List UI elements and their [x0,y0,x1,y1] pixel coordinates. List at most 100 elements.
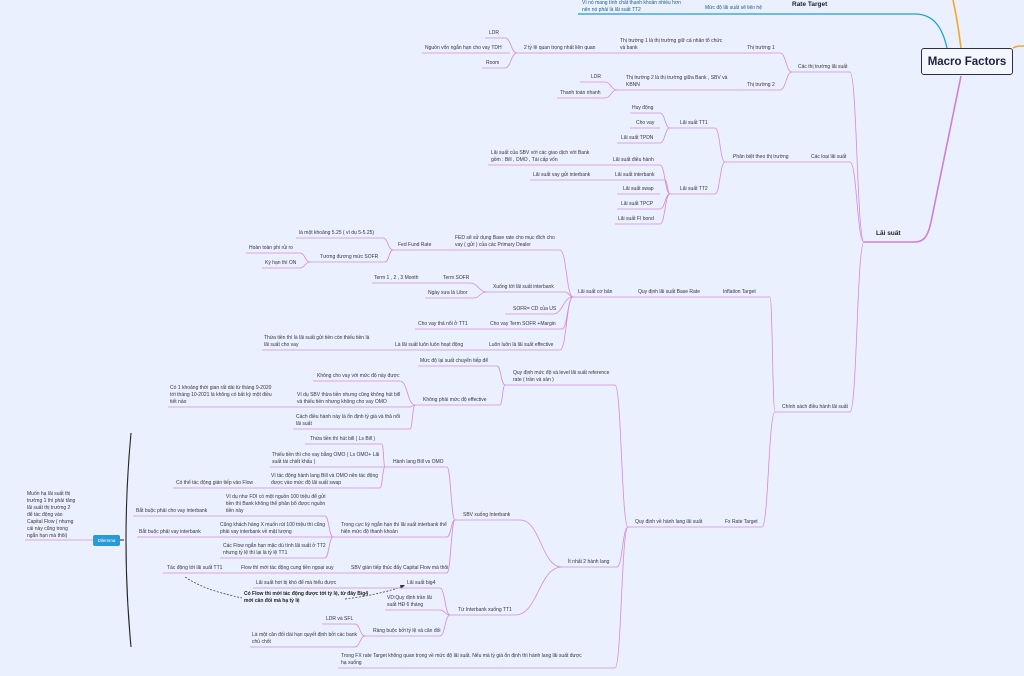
node-nguon-von[interactable]: Nguồn vốn ngắn hạn cho vay TDH [425,45,502,51]
connector-curve [659,112,671,129]
connector-curve [659,193,671,225]
connector-curve [299,261,311,269]
node-huy-dong[interactable]: Huy động [632,105,654,111]
node-sbv-gian-tiep[interactable]: SBV gián tiếp thúc đẩy Capital Flow mà t… [351,565,449,571]
connector-curve [659,127,671,144]
node-fx-rate[interactable]: Fx Rate Target [725,519,758,525]
connector-curve [849,71,865,243]
node-ls-co-ban[interactable]: Lãi suất cơ bản [578,289,613,295]
node-khong-effective[interactable]: Không phải mức độ effective [423,397,487,403]
connector-curve [614,526,629,669]
connector-curve [849,161,865,243]
node-thi-truong-1[interactable]: Thị trường 1 [747,45,775,51]
node-term-month[interactable]: Term 1 , 2 , 3 Month [374,275,419,281]
node-ldr-sfl[interactable]: LDR và SFL [326,616,354,622]
node-hoan-toan[interactable]: Hoàn toàn phi rủi ro [249,245,293,251]
node-trong-fx[interactable]: Trong FX rate Target không quan trọng về… [341,653,582,666]
dilemma-button[interactable]: Dilemma [93,535,120,546]
node-ls-big4[interactable]: Lãi suất big4 [407,580,436,586]
node-cho-vay-tha-noi[interactable]: Cho vay thả nổi ở TT1 [418,321,468,327]
node-tt2-desc[interactable]: Thị trường 2 là thị trường giữa Bank , S… [626,75,728,88]
node-cach-dieu-hanh[interactable]: Cách điều hành này là ổn định tỷ giá và … [296,414,400,427]
node-sofr-cd[interactable]: SOFR= CD của US [513,306,557,312]
node-fed-fund[interactable]: Fed Fund Rate [398,242,432,248]
node-cho-vay-term[interactable]: Cho vay Term SOFR +Margin [490,321,556,327]
connector-curve [409,404,416,430]
node-room[interactable]: Room [486,60,500,66]
node-quy-dinh-base[interactable]: Quy định lãi suất Base Rate [638,289,700,295]
node-tu-interbank[interactable]: Từ Interbank xuống TT1 [458,607,512,613]
node-chinh-sach[interactable]: Chính sách điều hành lãi suất [782,404,848,410]
node-thi-truong-2[interactable]: Thị trường 2 [747,82,775,88]
node-xuong-interbank[interactable]: Xuống tới lãi suất interbank [493,284,554,290]
node-tt1-desc[interactable]: Thị trường 1 là thị trường giữ cá nhân t… [620,38,723,51]
node-libor[interactable]: Ngày xưa là Libor [428,290,468,296]
node-sbv-xuong[interactable]: SBV xuống Interbank [463,512,511,518]
connector-curve [559,296,574,351]
branch-lai-suat[interactable]: Lãi suất [876,230,901,237]
node-vi-tac-dong[interactable]: Vì tác động hành lang Bill và OMO nên tá… [271,473,379,486]
node-luon-luon[interactable]: Luôn luôn là lãi suất effective [489,342,554,348]
node-ls-fi[interactable]: Lãi suất FI bond [618,216,654,222]
node-can-doi[interactable]: Là một cân đối dài hạn quyết định bởi cá… [252,632,358,645]
node-ls-tpdn[interactable]: Lãi suất TPDN [621,135,654,141]
node-ls-tt1[interactable]: Lãi suất TT1 [680,120,708,126]
node-trong-cuc-ky[interactable]: Trong cực kỳ ngắn hạn thì lãi suất inter… [341,522,447,535]
node-hanh-lang-bill[interactable]: Hành lang Bill vs OMO [393,459,444,465]
node-khach-hang-x[interactable]: Cũng khách hàng X muốn rút 100 triệu thì… [220,522,326,535]
node-thieu-tien-omo[interactable]: Thiếu tiền thì cho vay bằng OMO ( Ls OMO… [272,452,380,465]
node-ls-swap[interactable]: Lãi suất swap [623,186,654,192]
node-tuong-duong[interactable]: Tương đương mức SOFR [320,254,379,260]
node-thua-thieu[interactable]: Thừa tiền thì là lãi suất gửi tiền còn t… [264,335,370,348]
node-vi-du-fdi[interactable]: Ví dụ như FDI có một nguồn 100 triệu để … [226,494,326,514]
root-node-macro-factors[interactable]: Macro Factors [921,48,1013,75]
connector-curve [299,252,311,263]
node-phan-biet[interactable]: Phân biệt theo thị trường [733,154,789,160]
node-cho-vay[interactable]: Cho vay [636,120,655,126]
dilemma-bracket [119,432,132,648]
node-muc-do-chuyen-tiep[interactable]: Mức độ lại suất chuyển tiếp để [420,358,489,364]
node-gian-tiep-flow[interactable]: Có thể tác động gián tiếp vào Flow [176,480,253,486]
node-khong-cho-vay[interactable]: Không cho vay với mức độ này được [317,373,400,379]
node-hoat-dong[interactable]: Là lãi suất luôn luôn hoạt động [395,342,464,348]
node-bat-buoc-cho-vay[interactable]: Bắt buộc phải cho vay interbank [136,508,208,514]
node-quy-dinh-hanh-lang[interactable]: Quy định về hành lang lãi suất [635,519,703,525]
node-term-sofr[interactable]: Term SOFR [443,275,470,281]
connector-curve [472,291,488,299]
node-ls-tpcp[interactable]: Lãi suất TPCP [621,201,654,207]
node-co-flow[interactable]: Có Flow thì mới tác động được tới tỷ lệ,… [244,591,369,604]
node-ls-tt2[interactable]: Lãi suất TT2 [680,186,708,192]
node-it-nhat[interactable]: Ít nhất 2 hành lang [568,559,610,565]
node-ldr-1[interactable]: LDR [489,30,500,36]
node-ls-interbank[interactable]: Lãi suất interbank [615,172,655,178]
dilemma-note[interactable]: Muốn hạ lãi suất thị trường 1 thì phải t… [27,491,76,539]
node-flow-cung-tien[interactable]: Flow thì mới tác động cung tiền ngoại su… [241,565,334,571]
node-hai-ty-le[interactable]: 2 tỷ lệ quan trọng nhất liên quan [524,45,596,51]
node-ky-han[interactable]: Kỳ hạn thì ON [265,260,297,266]
node-vd-quy-dinh[interactable]: VD:Quy định trần lãi suất HĐ 6 tháng [387,595,432,608]
node-rang-buoc[interactable]: Ràng buộc bởi tỷ lệ và cân đối [373,628,441,634]
node-cac-thi-truong[interactable]: Các thị trường lãi suất [798,64,848,70]
node-vi-du-sbv[interactable]: Ví dụ SBV thừa tiền nhưng cũng không hút… [297,392,401,405]
node-kho-hieu[interactable]: Lãi suất hơi bị khó để mà hiểu được [256,580,337,586]
node-ls-vay-gui[interactable]: Lãi suất vay gửi interbank [533,172,591,178]
node-cac-flow[interactable]: Các Flow ngắn hạn mặc dù tính lãi suất ở… [223,543,326,556]
node-ls-sbv-desc[interactable]: Lãi suất của SBV với các giao dịch với B… [491,150,590,163]
node-ls-dieu-hanh[interactable]: Lãi suất điều hành [613,157,654,163]
node-quy-dinh-muc-do[interactable]: Quy định mức độ và level lãi suất refere… [513,370,610,383]
node-thanh-toan[interactable]: Thanh toán nhanh [560,90,601,96]
node-bat-buoc-vay[interactable]: Bắt buộc phải vay interbank [139,529,201,535]
node-tac-dong-tt1[interactable]: Tác động tới lãi suất TT1 [167,565,223,571]
node-khoang-thoi-gian[interactable]: Có 1 khoảng thời gian rất dài từ tháng 9… [170,385,272,405]
node-cac-loai[interactable]: Các loại lãi suất [811,154,847,160]
node-khoang[interactable]: là một khoảng 5.25 ( ví dụ 5-5.25) [299,230,375,236]
connector-curve [659,164,671,195]
node-fed-desc[interactable]: FED sẽ sử dụng Base rate cho mục đích ch… [455,235,555,248]
node-ldr-2[interactable]: LDR [591,74,602,80]
node-thua-tien-bill[interactable]: Thừa tiền thì hút bill ( Ls Bill ) [310,436,376,442]
node-inflation[interactable]: Inflation Target [723,289,756,295]
orange-branch-line [1012,45,1024,49]
orange-branch-line [952,0,962,49]
